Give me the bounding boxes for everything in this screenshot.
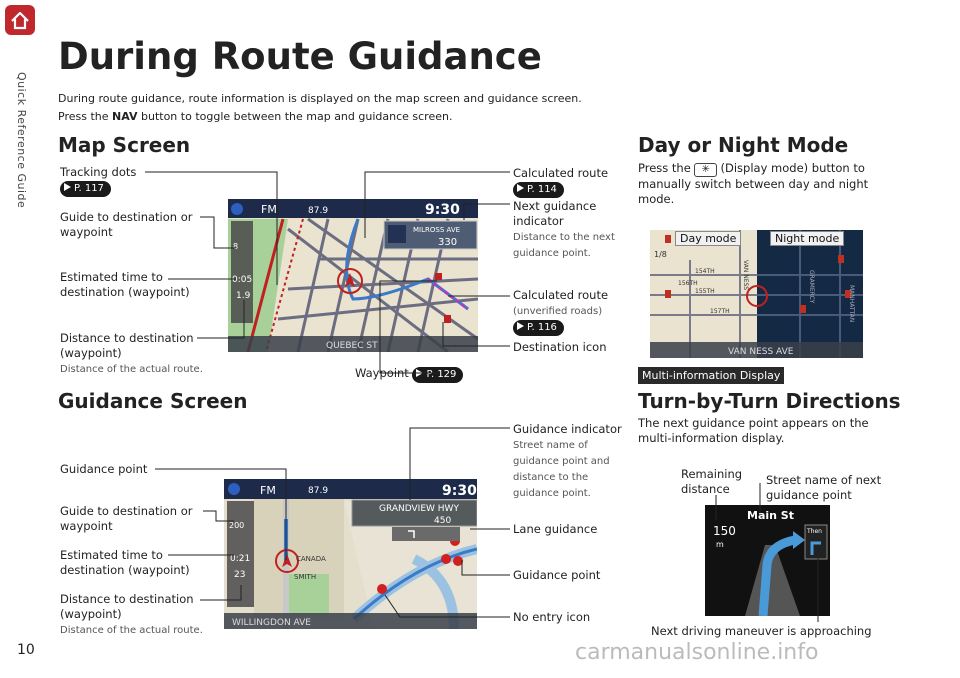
map-next-street: MILROSS AVE [413, 226, 460, 234]
page-title: During Route Guidance [58, 35, 542, 78]
guidance-screen-image: CANADA SMITH FM 87.9 9:30 GRANDVIEW HWY … [224, 479, 477, 629]
guidance-area-2: SMITH [294, 573, 316, 581]
map-drawing: FM 87.9 9:30 MILROSS AVE 330 8 0:05 1.9 … [228, 199, 478, 352]
intro-line-1: During route guidance, route information… [58, 92, 582, 105]
day-night-heading: Day or Night Mode [638, 133, 849, 157]
guidance-clock: 9:30 [442, 483, 477, 499]
map-next-dist: 330 [438, 237, 457, 248]
map-band: FM [261, 203, 277, 216]
map-screen-heading: Map Screen [58, 133, 191, 157]
guidance-scale: 200 [229, 521, 244, 530]
dn-street: VAN NESS AVE [728, 347, 794, 357]
guidance-band: FM [260, 484, 276, 497]
dn-s4: 157TH [710, 308, 730, 315]
dn-v3: MANHATTAN [848, 285, 855, 322]
dn-s1: 154TH [695, 268, 715, 275]
map-dist-to-go: 1.9 [236, 291, 251, 301]
calc-route-unverified-ref[interactable]: P. 116 [513, 320, 564, 336]
night-mode-label: Night mode [770, 231, 845, 246]
map-screen-image: FM 87.9 9:30 MILROSS AVE 330 8 0:05 1.9 … [228, 199, 478, 352]
guidance-distance-label: Distance to destination(waypoint)Distanc… [60, 592, 203, 636]
map-bottom-street: QUEBEC ST [326, 341, 378, 351]
map-scale: 8 [233, 242, 238, 251]
map-clock: 9:30 [425, 202, 460, 218]
guidance-dist-to-go: 23 [234, 570, 245, 580]
day-mode-label: Day mode [675, 231, 742, 246]
guidance-eta: 0:21 [230, 554, 250, 564]
intro-line-2: Press the NAV button to toggle between t… [58, 110, 453, 123]
home-icon [11, 11, 29, 30]
no-entry-icon-label: No entry icon [513, 610, 591, 624]
watermark: carmanualsonline.info [575, 640, 819, 665]
dn-s2: 155TH [695, 288, 715, 295]
mid-unit: m [716, 540, 724, 549]
guidance-area-1: CANADA [296, 555, 326, 563]
mid-display-image: 150 m Main St Then [705, 505, 830, 616]
dn-v2: GRAMERCY [808, 270, 815, 304]
day-night-drawing: 1/8 154TH 155TH 156TH 157TH VAN NESS GRA… [650, 230, 863, 358]
guidance-screen-heading: Guidance Screen [58, 389, 248, 413]
guidance-freq: 87.9 [308, 486, 328, 496]
guidance-point-right-label: Guidance point [513, 568, 601, 582]
mid-display-drawing: 150 m Main St Then [705, 505, 830, 616]
turn-by-turn-heading: Turn-by-Turn Directions [638, 389, 901, 413]
dn-s3: 156TH [678, 280, 698, 287]
guidance-point-label: Guidance point [60, 462, 148, 476]
mid-street: Main St [747, 509, 794, 522]
tracking-dots-ref[interactable]: P. 117 [60, 181, 111, 197]
guidance-bottom-street: WILLINGDON AVE [232, 618, 311, 628]
mid-tag: Multi-information Display [638, 367, 785, 384]
dn-v1: VAN NESS [742, 260, 749, 290]
mid-then: Then [806, 528, 822, 535]
lane-guidance-label: Lane guidance [513, 522, 598, 536]
calc-route-unverified-label: Calculated route(unverified roads)P. 116 [513, 288, 608, 336]
mid-dist: 150 [713, 524, 736, 538]
guidance-street: GRANDVIEW HWY [379, 504, 459, 514]
calc-route-ref[interactable]: P. 114 [513, 182, 564, 198]
dn-scale: 1/8 [654, 250, 667, 259]
day-night-image: 1/8 154TH 155TH 156TH 157TH VAN NESS GRA… [650, 230, 863, 358]
display-mode-icon: ✳ [694, 163, 717, 177]
destination-icon-label: Destination icon [513, 340, 607, 354]
waypoint-ref[interactable]: P. 129 [412, 367, 464, 383]
distance-label: Distance to destination(waypoint)Distanc… [60, 331, 203, 375]
section-label: Quick Reference Guide [15, 72, 28, 209]
waypoint-label: Waypoint P. 129 [355, 366, 464, 383]
map-eta: 0:05 [232, 275, 252, 285]
next-maneuver-label: Next driving maneuver is approaching [651, 624, 872, 638]
home-button[interactable] [5, 5, 35, 35]
day-night-text: Press the ✳ (Display mode) button to man… [638, 161, 869, 206]
guidance-drawing: CANADA SMITH FM 87.9 9:30 GRANDVIEW HWY … [224, 479, 477, 629]
map-freq: 87.9 [308, 206, 328, 216]
guidance-dist: 450 [434, 516, 451, 526]
page-number: 10 [17, 642, 35, 658]
